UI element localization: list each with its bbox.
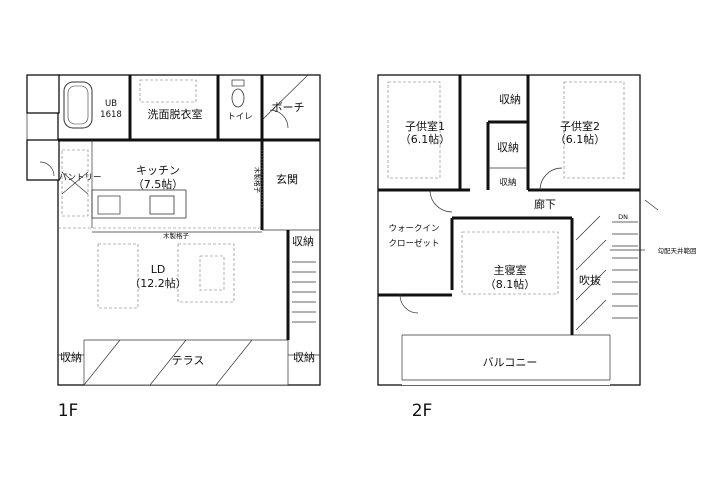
- toilet-shape: [231, 88, 245, 108]
- dining-table: [97, 243, 139, 309]
- room-label-storage-left: 収納: [60, 351, 82, 364]
- room-label-kitchen: キッチン: [136, 164, 180, 177]
- room-label-porch: ポーチ: [272, 101, 305, 114]
- label-ceiling-note: 勾配天井範囲: [658, 246, 697, 255]
- floor-plan-2f: [377, 74, 659, 386]
- room-size-master: （8.1帖）: [485, 278, 536, 291]
- exterior-wall-2f: [377, 74, 641, 386]
- label-lattice-2: 木製格子: [253, 167, 262, 194]
- void-hatch: [575, 215, 607, 331]
- room-label-storage-right: 収納: [293, 351, 315, 364]
- room-label-ld: LD: [151, 263, 166, 276]
- bed-child-1: [387, 81, 441, 179]
- room-label-storage-a: 収納: [499, 93, 521, 106]
- floor-label-2f: 2F: [412, 401, 433, 421]
- room-label-terrace: テラス: [172, 354, 205, 367]
- bathtub-shape: [63, 81, 93, 129]
- room-size-bath: 1618: [100, 110, 122, 120]
- pantry-bumpout: [26, 139, 60, 181]
- room-label-pantry: パントリー: [59, 173, 102, 183]
- stairs-2f: [612, 221, 638, 319]
- floor-plan-1f: [26, 74, 321, 386]
- room-label-child-1: 子供室1: [405, 119, 445, 133]
- room-label-child-2: 子供室2: [560, 119, 600, 133]
- room-label-balcony: バルコニー: [483, 356, 538, 369]
- kitchen-counter: [91, 189, 187, 219]
- room-label-bath: UB: [105, 99, 117, 109]
- room-label-walkin: ウォークイン: [388, 224, 439, 234]
- room-label-storage-entry: 収納: [292, 235, 314, 248]
- room-label-toilet: トイレ: [227, 112, 253, 122]
- room-label-walkin-2: クローゼット: [388, 238, 439, 249]
- bed-child-2: [563, 81, 625, 179]
- bath-bumpout: [26, 74, 60, 114]
- room-label-void: 吹抜: [579, 273, 601, 287]
- room-label-storage-b: 収納: [497, 141, 519, 154]
- label-dn: DN: [618, 213, 628, 221]
- floor-label-1f: 1F: [58, 401, 79, 421]
- room-label-washroom: 洗面脱衣室: [148, 107, 203, 121]
- room-size-child-2: （6.1帖）: [555, 133, 606, 146]
- room-label-entrance: 玄関: [276, 172, 298, 186]
- room-size-child-1: （6.1帖）: [400, 133, 451, 146]
- room-size-ld: （12.2帖）: [129, 277, 187, 290]
- stairs-1f: [292, 261, 316, 323]
- room-label-hall: 廊下: [534, 197, 556, 211]
- label-lattice-1: 木製格子: [163, 231, 190, 240]
- room-label-storage-c: 収納: [499, 177, 516, 188]
- bed-master: [461, 231, 559, 295]
- room-label-master: 主寝室: [494, 263, 527, 277]
- sofa: [177, 243, 235, 303]
- room-size-kitchen: （7.5帖）: [133, 178, 184, 191]
